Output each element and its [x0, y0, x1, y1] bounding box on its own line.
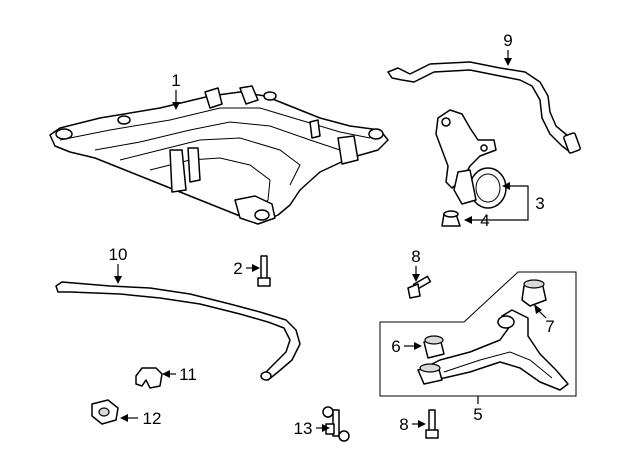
- callout-10: 10: [109, 245, 128, 264]
- callout-8-lower: 8: [399, 415, 408, 434]
- bolt-8-upper: [407, 275, 432, 299]
- callout-9: 9: [503, 31, 512, 50]
- steering-knuckle: [435, 109, 507, 209]
- callout-4: 4: [480, 211, 489, 230]
- stabilizer-bar: [55, 281, 301, 381]
- callout-11: 11: [179, 365, 197, 384]
- callout-2: 2: [233, 259, 242, 278]
- bolt-8-lower: [425, 409, 439, 439]
- callout-13: 13: [294, 419, 313, 438]
- callout-6: 6: [391, 337, 400, 356]
- upper-stabilizer-bar: [387, 61, 581, 154]
- bolt-2: [257, 255, 271, 287]
- callout-8-upper: 8: [411, 247, 420, 266]
- subframe-crossmember: [49, 85, 389, 225]
- callout-7: 7: [545, 317, 554, 336]
- callout-1: 1: [171, 71, 180, 90]
- callout-labels: 1 9 3 4 2 8 10 7 6 5 11 12 13 8: [109, 31, 555, 438]
- knuckle-nut: [441, 210, 461, 227]
- callout-3: 3: [535, 194, 544, 213]
- callout-5: 5: [473, 405, 482, 424]
- callout-12: 12: [143, 409, 162, 428]
- bushing-7: [521, 279, 547, 307]
- lower-control-arm-group: [379, 271, 577, 397]
- stabilizer-link: [322, 406, 350, 442]
- stabilizer-clamp: [135, 367, 163, 389]
- leader-lines: [114, 50, 547, 432]
- stabilizer-bushing: [91, 399, 119, 425]
